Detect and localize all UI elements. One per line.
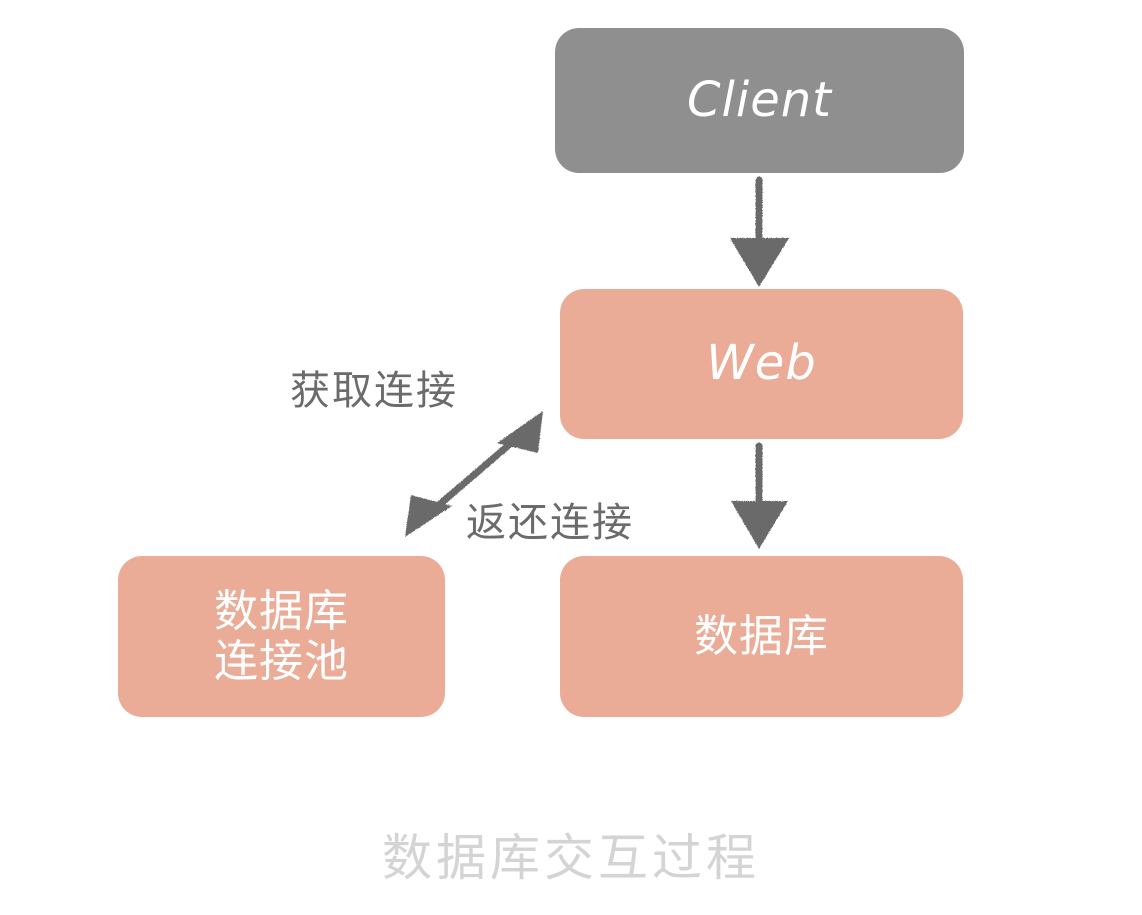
edge-label-return-connection: 返还连接: [466, 500, 634, 546]
diagram-caption: 数据库交互过程: [382, 829, 760, 887]
node-client[interactable]: Client: [555, 28, 964, 173]
node-pool-label-line1: 数据库: [214, 586, 349, 638]
arrow-web-to-database: [731, 442, 788, 549]
node-client-label: Client: [687, 71, 832, 128]
node-web[interactable]: Web: [560, 289, 963, 439]
node-web-label: Web: [706, 335, 817, 392]
node-pool-label-line2: 连接池: [214, 635, 349, 687]
node-database-label: 数据库: [694, 610, 829, 662]
node-database-connection-pool[interactable]: 数据库 连接池: [118, 556, 445, 717]
edge-label-acquire-connection: 获取连接: [290, 368, 458, 414]
node-database[interactable]: 数据库: [560, 556, 963, 717]
arrow-client-to-web: [730, 176, 789, 287]
node-pool-label: 数据库 连接池: [118, 587, 445, 686]
